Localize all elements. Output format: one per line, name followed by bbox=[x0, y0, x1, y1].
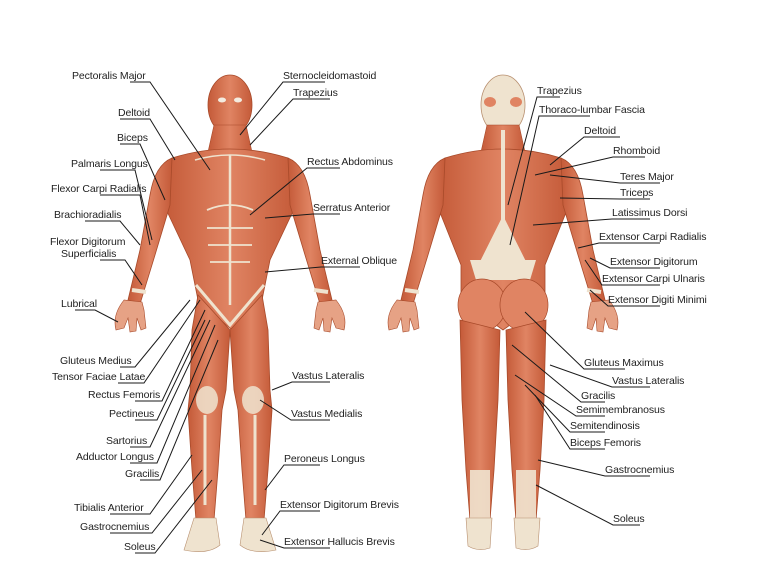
label-trapezius-front: Trapezius bbox=[293, 87, 338, 99]
back-figure bbox=[387, 74, 619, 550]
label-brachioradialis: Brachioradialis bbox=[54, 209, 122, 221]
label-sternocleidomastoid: Sternocleidomastoid bbox=[283, 70, 377, 82]
label-soleus-front: Soleus bbox=[124, 541, 156, 553]
label-pectineus: Pectineus bbox=[109, 408, 155, 420]
label-extensor-digitorum: Extensor Digitorum bbox=[610, 256, 698, 268]
label-extensor-carpi-ulnaris: Extensor Carpi Ulnaris bbox=[602, 273, 705, 285]
label-flexor-digitorum: Flexor Digitorum bbox=[50, 236, 126, 248]
label-latissimus-dorsi: Latissimus Dorsi bbox=[612, 207, 688, 219]
label-trapezius-back: Trapezius bbox=[537, 85, 582, 97]
label-tibialis-anterior: Tibialis Anterior bbox=[74, 502, 144, 514]
label-serratus-anterior: Serratus Anterior bbox=[313, 202, 391, 214]
label-flexor-carpi-radialis: Flexor Carpi Radialis bbox=[51, 183, 147, 195]
label-deltoid: Deltoid bbox=[118, 107, 150, 119]
label-gluteus-maximus: Gluteus Maximus bbox=[584, 357, 664, 369]
label-semimembranosus: Semimembranosus bbox=[576, 404, 665, 416]
label-rectus-femoris: Rectus Femoris bbox=[88, 389, 161, 401]
label-superficialis: Superficialis bbox=[61, 248, 117, 260]
label-teres-major: Teres Major bbox=[620, 171, 674, 183]
label-extensor-digiti-minimi: Extensor Digiti Minimi bbox=[608, 294, 707, 306]
label-external-oblique: External Oblique bbox=[321, 255, 398, 267]
label-deltoid-back: Deltoid bbox=[584, 125, 616, 137]
label-biceps-femoris: Biceps Femoris bbox=[570, 437, 641, 449]
label-gastrocnemius-front: Gastrocnemius bbox=[80, 521, 150, 533]
label-biceps: Biceps bbox=[117, 132, 148, 144]
label-sartorius: Sartorius bbox=[106, 435, 148, 447]
label-rectus-abdominus: Rectus Abdominus bbox=[307, 156, 393, 168]
label-gluteus-medius: Gluteus Medius bbox=[60, 355, 132, 367]
label-semitendinosis: Semitendinosis bbox=[570, 420, 640, 432]
label-vastus-lateralis-front: Vastus Lateralis bbox=[292, 370, 365, 382]
label-soleus-back: Soleus bbox=[613, 513, 645, 525]
label-tensor-faciae-latae: Tensor Faciae Latae bbox=[52, 371, 146, 383]
leader-lines bbox=[75, 81, 660, 554]
label-gracilis-front: Gracilis bbox=[125, 468, 160, 480]
label-extensor-carpi-radialis: Extensor Carpi Radialis bbox=[599, 231, 707, 243]
front-figure bbox=[114, 74, 346, 552]
label-vastus-lateralis-back: Vastus Lateralis bbox=[612, 375, 685, 387]
label-vastus-medialis: Vastus Medialis bbox=[291, 408, 363, 420]
label-gracilis-back: Gracilis bbox=[581, 390, 616, 402]
label-pectoralis-major: Pectoralis Major bbox=[72, 70, 146, 82]
label-extensor-hallucis-brevis: Extensor Hallucis Brevis bbox=[284, 536, 395, 548]
label-rhomboid: Rhomboid bbox=[613, 145, 661, 157]
label-palmaris-longus: Palmaris Longus bbox=[71, 158, 148, 170]
label-adductor-longus: Adductor Longus bbox=[76, 451, 154, 463]
label-triceps: Triceps bbox=[620, 187, 654, 199]
label-peroneus-longus: Peroneus Longus bbox=[284, 453, 365, 465]
label-extensor-digitorum-brevis: Extensor Digitorum Brevis bbox=[280, 499, 399, 511]
label-thoraco-lumbar-fascia: Thoraco-lumbar Fascia bbox=[539, 104, 645, 116]
label-lubrical: Lubrical bbox=[61, 298, 97, 310]
label-gastrocnemius-back: Gastrocnemius bbox=[605, 464, 675, 476]
